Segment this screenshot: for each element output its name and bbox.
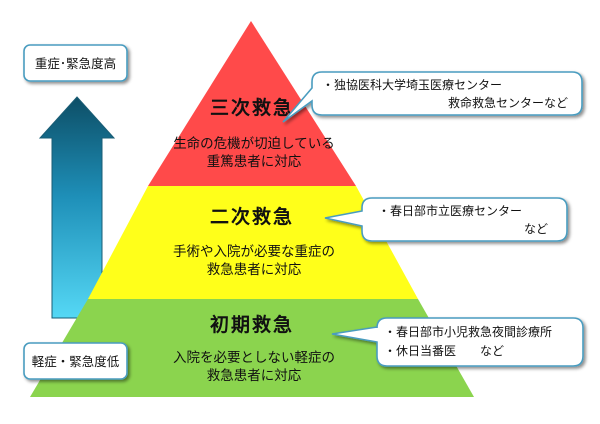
tier-primary-desc-line2: 救急患者に対応	[207, 368, 302, 384]
tier-secondary-title: 二次救急	[210, 205, 294, 228]
severity-high-label: 重症･緊急度高	[35, 56, 116, 71]
tier-secondary-shape	[88, 186, 418, 299]
callout-secondary	[324, 197, 568, 242]
callout-primary-line2: ・休日当番医 など	[384, 344, 504, 358]
tier-secondary-desc-line1: 手術や入院が必要な重症の	[173, 244, 335, 260]
callout-primary	[331, 317, 584, 367]
severity-low-label: 軽症・緊急度低	[32, 354, 120, 369]
tier-tertiary-shape	[148, 21, 356, 186]
callout-tertiary	[282, 71, 583, 123]
callout-primary-line1: ・春日部市小児救急夜間診療所	[384, 324, 552, 339]
severity-high-box	[23, 44, 128, 82]
severity-low-box	[23, 342, 128, 380]
tier-primary-desc-line1: 入院を必要としない軽症の	[173, 350, 335, 366]
callout-tertiary-line1: ・独協医科大学埼玉医療センター	[322, 77, 502, 92]
tier-tertiary-desc-line2: 重篤患者に対応	[207, 153, 302, 170]
tier-tertiary-desc-line1: 生命の危機が切迫している	[173, 135, 335, 152]
tier-primary-shape	[30, 299, 474, 397]
callout-secondary-line1: ・春日部市立医療センター	[378, 203, 522, 218]
tier-secondary-desc-line2: 救急患者に対応	[207, 262, 302, 278]
tier-primary-title: 初期救急	[210, 313, 294, 336]
callout-tertiary-line2: 救命救急センターなど	[448, 95, 568, 110]
callout-secondary-line2: など	[524, 222, 548, 236]
tier-tertiary-title: 三次救急	[210, 96, 294, 119]
